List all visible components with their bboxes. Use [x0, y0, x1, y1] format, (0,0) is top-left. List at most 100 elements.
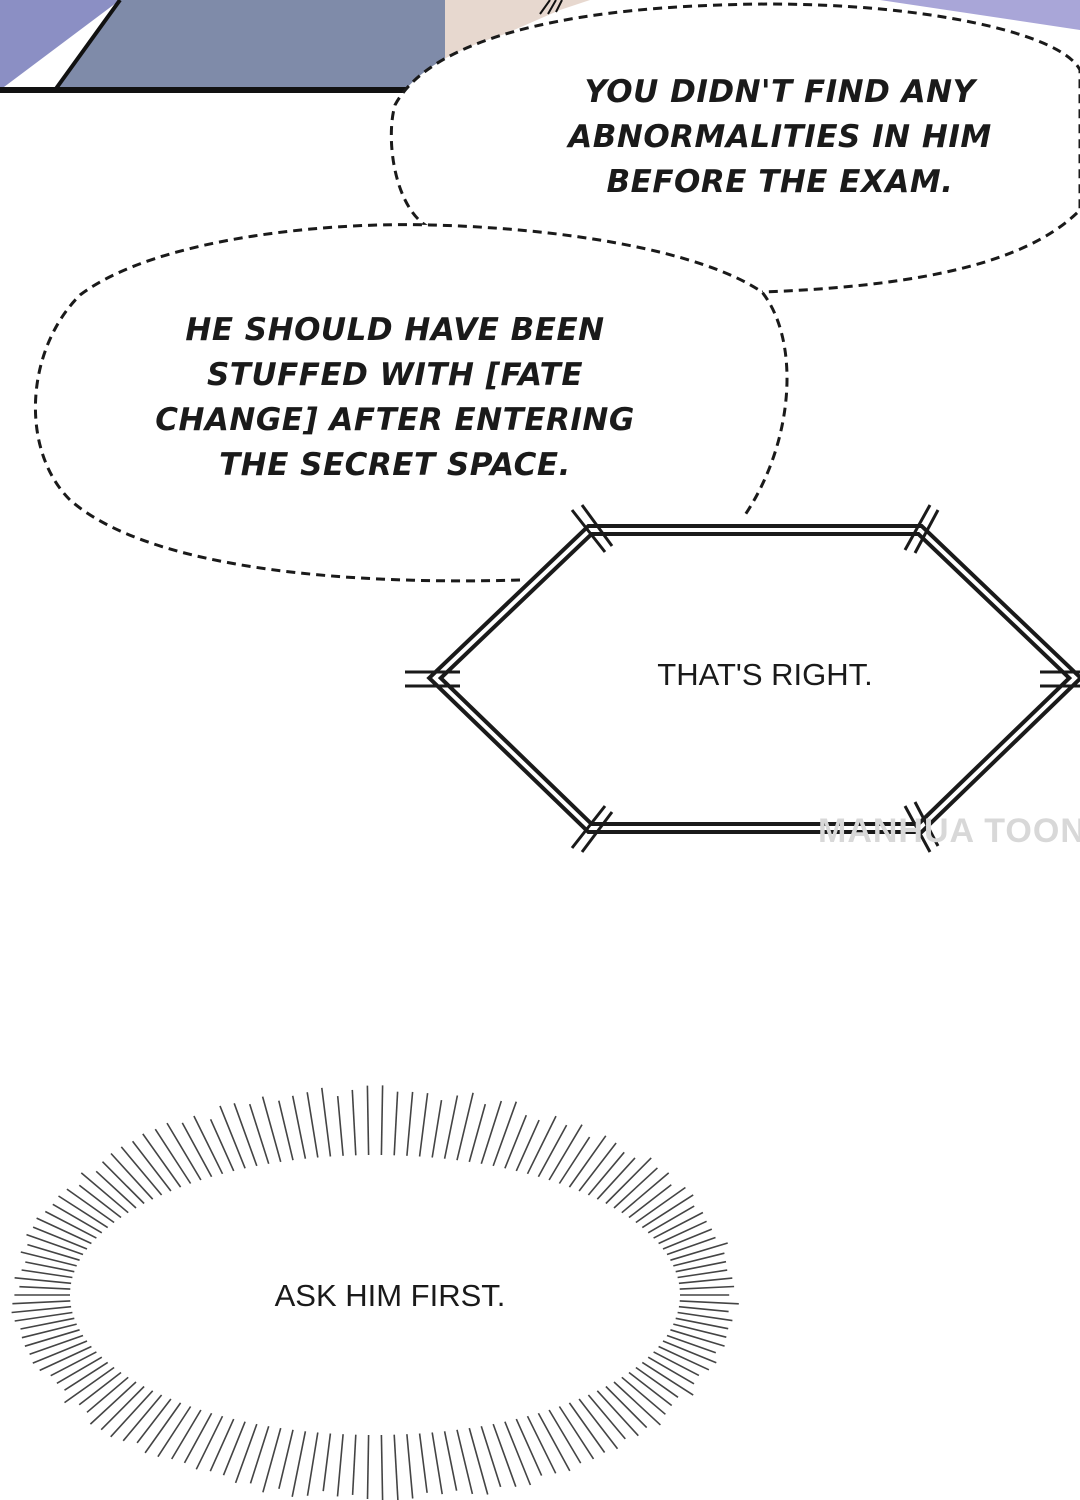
burst-ray — [36, 1217, 92, 1245]
burst-ray — [431, 1099, 443, 1158]
burst-ray — [418, 1092, 429, 1157]
burst-ray — [86, 1376, 129, 1413]
burst-ray — [635, 1186, 686, 1224]
burst-ray — [568, 1135, 607, 1188]
burst-ray — [249, 1425, 270, 1484]
burst-ray — [658, 1220, 707, 1245]
burst-ray — [515, 1119, 540, 1172]
burst-ray — [32, 1226, 88, 1250]
burst-ray — [596, 1157, 636, 1200]
burst-ray — [154, 1128, 192, 1184]
bubble-2-line-4: THE SECRET SPACE. — [219, 447, 571, 483]
top-panel-art — [0, 0, 1080, 93]
burst-ray — [222, 1421, 246, 1476]
burst-ray — [32, 1340, 88, 1364]
burst-ray — [675, 1317, 729, 1330]
burst-ray — [29, 1334, 84, 1356]
burst-ray — [393, 1434, 399, 1500]
burst-ray — [157, 1406, 192, 1458]
burst-ray — [21, 1269, 73, 1279]
burst-ray — [670, 1242, 728, 1261]
burst-ray — [641, 1361, 694, 1396]
burst-ray — [64, 1366, 115, 1404]
burst-ray — [209, 1418, 235, 1472]
burst-ray — [635, 1366, 679, 1398]
burst-ray — [248, 1103, 270, 1165]
burst-ray — [662, 1340, 717, 1364]
burst-ray — [14, 1277, 72, 1285]
burst-ray — [50, 1351, 97, 1377]
burst-ray — [406, 1434, 414, 1499]
burst-ray — [526, 1115, 557, 1175]
burst-ray — [480, 1100, 503, 1165]
watermark-logo: MANHUA TOON — [818, 812, 1080, 850]
burst-ray — [262, 1427, 282, 1493]
burst-ray — [677, 1311, 733, 1322]
speech-bubble-1-outline — [389, 2, 1080, 294]
burst-ray — [613, 1381, 661, 1426]
burst-ray — [351, 1089, 357, 1156]
burst-ray — [537, 1124, 568, 1178]
burst-ray — [12, 1300, 71, 1305]
burst-ray — [21, 1323, 77, 1339]
burst-ray — [131, 1140, 172, 1192]
burst-ray — [621, 1376, 666, 1415]
speech-bubble-2-text: HE SHOULD HAVE BEEN STUFFED WITH [FATE C… — [130, 308, 660, 488]
burst-ray — [56, 1356, 103, 1384]
burst-ray — [183, 1412, 213, 1464]
burst-ray — [662, 1228, 713, 1250]
speech-bubble-1-text: YOU DIDN'T FIND ANY ABNORMALITIES IN HIM… — [540, 70, 1020, 205]
burst-ray — [52, 1203, 103, 1234]
bubble-1-line-1: YOU DIDN'T FIND ANY — [584, 74, 976, 110]
burst-ray — [537, 1412, 571, 1472]
burst-ray — [558, 1136, 591, 1184]
burst-ray — [366, 1434, 370, 1500]
burst-ray — [443, 1095, 459, 1159]
burst-ray — [679, 1285, 735, 1290]
burst-ray — [647, 1356, 695, 1385]
burst-ray — [234, 1423, 258, 1484]
burst-ray — [515, 1418, 543, 1476]
burst-ray — [195, 1415, 224, 1470]
burst-ray — [653, 1211, 704, 1239]
burst-ray — [278, 1429, 294, 1489]
burst-ray — [605, 1157, 652, 1205]
burst-ray — [658, 1345, 710, 1371]
burst-ray — [675, 1260, 727, 1273]
burst-ray — [291, 1095, 307, 1159]
burst-ray — [101, 1161, 145, 1205]
burst-ray — [278, 1100, 294, 1161]
speech-bubble-3-text: THAT'S RIGHT. — [657, 657, 873, 692]
speech-bubble-4-burst — [11, 1085, 739, 1500]
burst-ray — [110, 1152, 154, 1200]
burst-ray — [468, 1427, 489, 1495]
burst-ray — [380, 1085, 384, 1156]
burst-ray — [80, 1172, 129, 1214]
bubble-1-line-3: BEFORE THE EXAM. — [606, 164, 954, 200]
bubble-1-line-2: ABNORMALITIES IN HIM — [568, 119, 992, 155]
burst-ray — [120, 1146, 163, 1196]
burst-ray — [558, 1406, 595, 1460]
burst-ray — [578, 1142, 617, 1192]
burst-ray — [670, 1329, 725, 1347]
burst-ray — [647, 1205, 695, 1234]
burst-ray — [679, 1300, 739, 1305]
burst-ray — [673, 1252, 725, 1267]
burst-ray — [621, 1172, 670, 1214]
burst-ray — [14, 1311, 73, 1322]
burst-ray — [678, 1277, 733, 1285]
burst-ray — [666, 1334, 717, 1354]
speech-bubble-3-outline — [405, 504, 1080, 853]
burst-ray — [78, 1184, 122, 1219]
bubble-2-line-1: HE SHOULD HAVE BEEN — [185, 312, 605, 348]
burst-ray — [677, 1269, 728, 1279]
burst-ray — [95, 1170, 137, 1209]
burst-ray — [110, 1390, 154, 1438]
burst-ray — [25, 1261, 75, 1273]
burst-ray — [605, 1385, 648, 1429]
burst-ray — [27, 1243, 80, 1261]
burst-ray — [122, 1394, 163, 1442]
burst-ray — [142, 1133, 182, 1188]
